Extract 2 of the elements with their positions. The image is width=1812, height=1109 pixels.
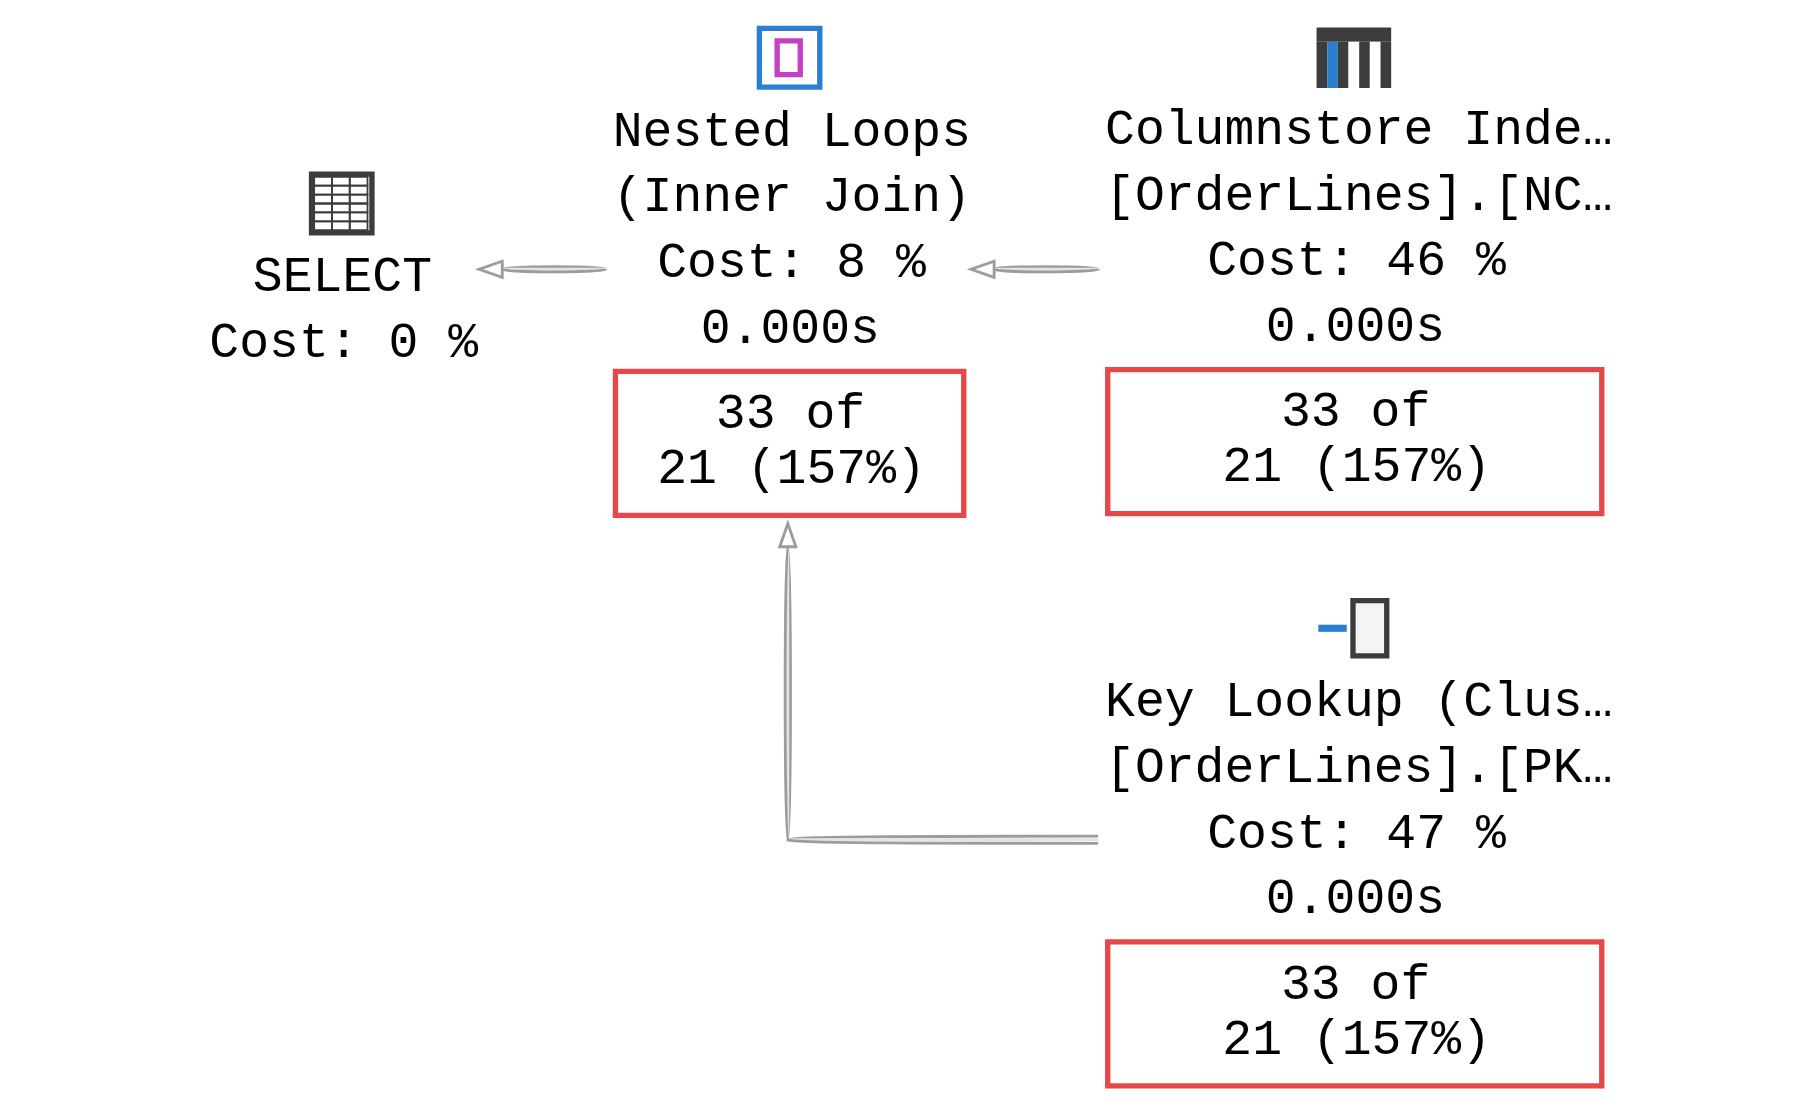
node-label: SELECT <box>252 250 433 307</box>
node-label: Cost: 0 % <box>209 316 479 373</box>
